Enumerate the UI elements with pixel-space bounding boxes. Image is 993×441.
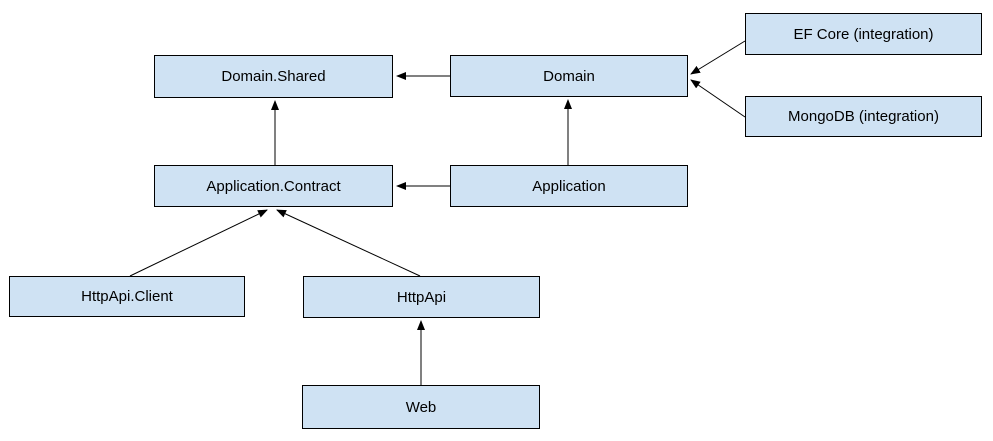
node-application-contract: Application.Contract <box>154 165 393 207</box>
node-ef-core-integration: EF Core (integration) <box>745 13 982 55</box>
edge-efcore-to-domain <box>690 40 746 75</box>
edge-httpapi-client-to-application-contract <box>129 209 268 277</box>
edge-mongodb-to-domain <box>690 79 746 118</box>
node-web: Web <box>302 385 540 429</box>
node-httpapi: HttpApi <box>303 276 540 318</box>
node-httpapi-client: HttpApi.Client <box>9 276 245 317</box>
node-domain-shared: Domain.Shared <box>154 55 393 98</box>
edge-httpapi-to-application-contract <box>276 209 421 277</box>
node-application: Application <box>450 165 688 207</box>
node-mongodb-integration: MongoDB (integration) <box>745 96 982 137</box>
node-domain: Domain <box>450 55 688 97</box>
